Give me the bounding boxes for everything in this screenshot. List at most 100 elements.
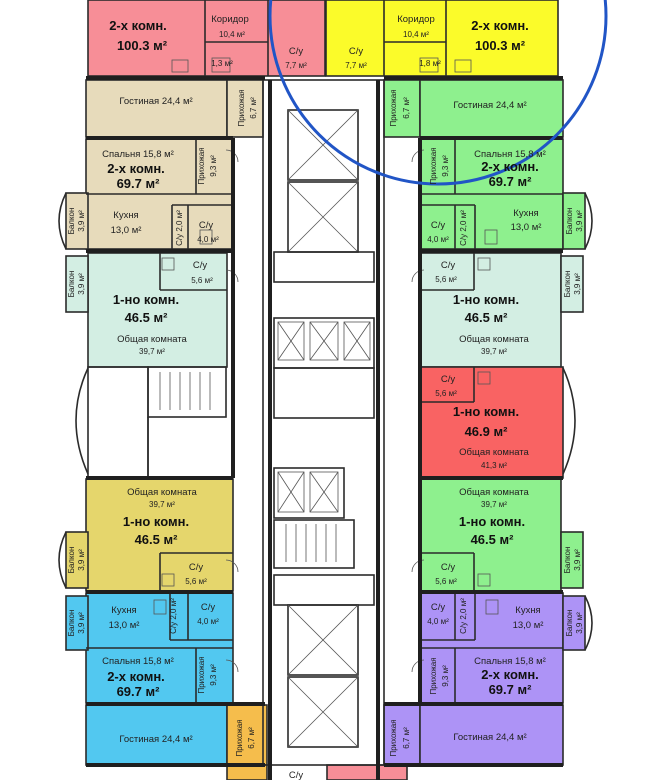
balcony-left-1[interactable] [65, 192, 89, 250]
balcony-left-4[interactable] [65, 595, 89, 651]
label-two-room-top-left: 2-х комн. [109, 18, 167, 33]
label-koridor-right: Коридор [397, 14, 435, 25]
label-kukhnya-left-top-area: 13,0 м² [111, 225, 142, 236]
label-area-right-6: 69.7 м² [489, 682, 533, 697]
elevator-block-top [273, 317, 375, 369]
label-spalnya-right-top: Спальня 15,8 м² [474, 149, 546, 160]
label-one-room-left-2: 1-но комн. [123, 514, 189, 529]
label-kukhnya-right-top: Кухня [513, 208, 538, 219]
bay-window-left-3 [58, 531, 67, 589]
label-one-room-right-2: 1-но комн. [453, 404, 519, 419]
label-prikh-left-2: Прихожая [197, 147, 206, 184]
label-prikh-right-2-area: 9,3 м² [441, 155, 450, 177]
label-su20-right-top: С/у 2,0 м² [459, 210, 468, 246]
label-su-left-top: С/у [289, 46, 304, 57]
balcony-left-2[interactable] [65, 255, 89, 313]
apt-mint-left[interactable] [87, 252, 228, 368]
label-spalnya-left-bottom: Спальня 15,8 м² [102, 656, 174, 667]
label-gostinaya-left-top: Гостиная 24,4 м² [119, 96, 192, 107]
stair-center [273, 519, 355, 569]
label-obshchaya-right-2: Общая комната [459, 447, 529, 458]
apt-mint-right[interactable] [419, 252, 562, 368]
label-balkon-left-4: Балкон [67, 610, 76, 637]
balcony-right-1[interactable] [562, 192, 586, 250]
label-gostinaya-right-bottom: Гостиная 24,4 м² [453, 732, 526, 743]
stair-left [147, 366, 227, 418]
label-balkon-left-3: Балкон [67, 547, 76, 574]
room-gostinaya-left-top[interactable] [85, 79, 228, 138]
label-su-left-4-area: 5,6 м² [185, 577, 207, 586]
room-gostinaya-left-bottom[interactable] [85, 704, 228, 766]
label-obshchaya-left-1: Общая комната [117, 334, 187, 345]
room-prikhozhaya-left-bottom[interactable] [226, 704, 268, 766]
apt-red-right[interactable] [419, 366, 564, 479]
apt-pink-top-left[interactable] [87, 0, 326, 77]
label-two-room-right-3: 2-х комн. [481, 667, 539, 682]
label-su-right-top: С/у [349, 46, 364, 57]
label-balkon-left-4-area: 3,9 м² [77, 612, 86, 634]
label-area-right-5: 46.5 м² [471, 532, 515, 547]
label-kukhnya-left-bottom: Кухня [111, 605, 136, 616]
label-area-top-right: 100.3 м² [475, 38, 526, 53]
room-bottom-right-pink[interactable] [326, 764, 408, 780]
label-balkon-right-2: Балкон [563, 271, 572, 298]
balcony-right-2[interactable] [560, 255, 584, 313]
apt-green-right-2[interactable] [419, 478, 562, 592]
label-one-room-left-1: 1-но комн. [113, 292, 179, 307]
label-prikh-right-bottom-area: 6,7 м² [402, 727, 411, 749]
label-obshchaya-right-1-area: 39,7 м² [481, 347, 507, 356]
label-su-right-5: С/у [441, 562, 456, 573]
label-su-small-right: 1,8 м² [419, 59, 441, 68]
bay-window-right-mid [562, 367, 576, 475]
label-su20-left-bottom: С/у 2,0 м² [169, 598, 178, 634]
label-su-right-3-area: 5,6 м² [435, 275, 457, 284]
label-su-bottom-center: С/у [289, 770, 304, 780]
balcony-right-3[interactable] [560, 531, 584, 589]
label-su-right-6: С/у [431, 602, 446, 613]
label-prikh-right-3: Прихожая [429, 657, 438, 694]
label-obshchaya-left-1-area: 39,7 м² [139, 347, 165, 356]
room-prikhozhaya-left-top[interactable] [226, 79, 264, 138]
label-area-right-3: 46.5 м² [465, 310, 509, 325]
label-area-top-left: 100.3 м² [117, 38, 168, 53]
label-area-left-4: 46.5 м² [135, 532, 179, 547]
label-obshchaya-right-2-area: 41,3 м² [481, 461, 507, 470]
label-two-room-right-2: 2-х комн. [481, 159, 539, 174]
label-two-room-top-right: 2-х комн. [471, 18, 529, 33]
label-obshchaya-right-3-area: 39,7 м² [481, 500, 507, 509]
apt-yellow-top-right[interactable] [325, 0, 559, 77]
label-kukhnya-left-bottom-area: 13,0 м² [109, 620, 140, 631]
label-su-left-4: С/у [189, 562, 204, 573]
label-balkon-left-2-area: 3,9 м² [77, 273, 86, 295]
label-su20-left-top: С/у 2,0 м² [175, 210, 184, 246]
label-area-left-3: 46.5 м² [125, 310, 169, 325]
bay-window-right-1 [584, 192, 593, 250]
balcony-left-3[interactable] [65, 531, 89, 589]
label-one-room-right-1: 1-но комн. [453, 292, 519, 307]
highlight-circle [268, 0, 608, 186]
label-balkon-right-2-area: 3,9 м² [573, 273, 582, 295]
label-kukhnya-right-bottom: Кухня [515, 605, 540, 616]
room-gostinaya-right-top[interactable] [419, 79, 564, 138]
label-koridor-right-area: 10,4 м² [403, 30, 429, 39]
label-spalnya-right-bottom: Спальня 15,8 м² [474, 656, 546, 667]
label-obshchaya-left-2-area: 39,7 м² [149, 500, 175, 509]
label-su-right-4: С/у [441, 374, 456, 385]
label-prikh-left-bottom: Прихожая [235, 719, 244, 756]
label-area-right-2: 69.7 м² [489, 174, 533, 189]
label-balkon-right-3: Балкон [563, 547, 572, 574]
room-bottom-left-orange[interactable] [226, 764, 268, 780]
label-su-right-2: С/у [431, 220, 446, 231]
label-su-left-5-area: 4,0 м² [197, 617, 219, 626]
label-area-left-2: 69.7 м² [117, 176, 161, 191]
label-gostinaya-left-bottom: Гостиная 24,4 м² [119, 734, 192, 745]
label-su-right-5-area: 5,6 м² [435, 577, 457, 586]
label-prikh-right-top-area: 6,7 м² [402, 97, 411, 119]
bay-window-left-1 [58, 192, 67, 250]
label-su-right-3: С/у [441, 260, 456, 271]
label-prikh-left-top: Прихожая [237, 89, 246, 126]
label-two-room-left-2: 2-х комн. [107, 161, 165, 176]
label-su-right-6-area: 4,0 м² [427, 617, 449, 626]
balcony-right-4[interactable] [562, 595, 586, 651]
label-su-left-3: С/у [193, 260, 208, 271]
